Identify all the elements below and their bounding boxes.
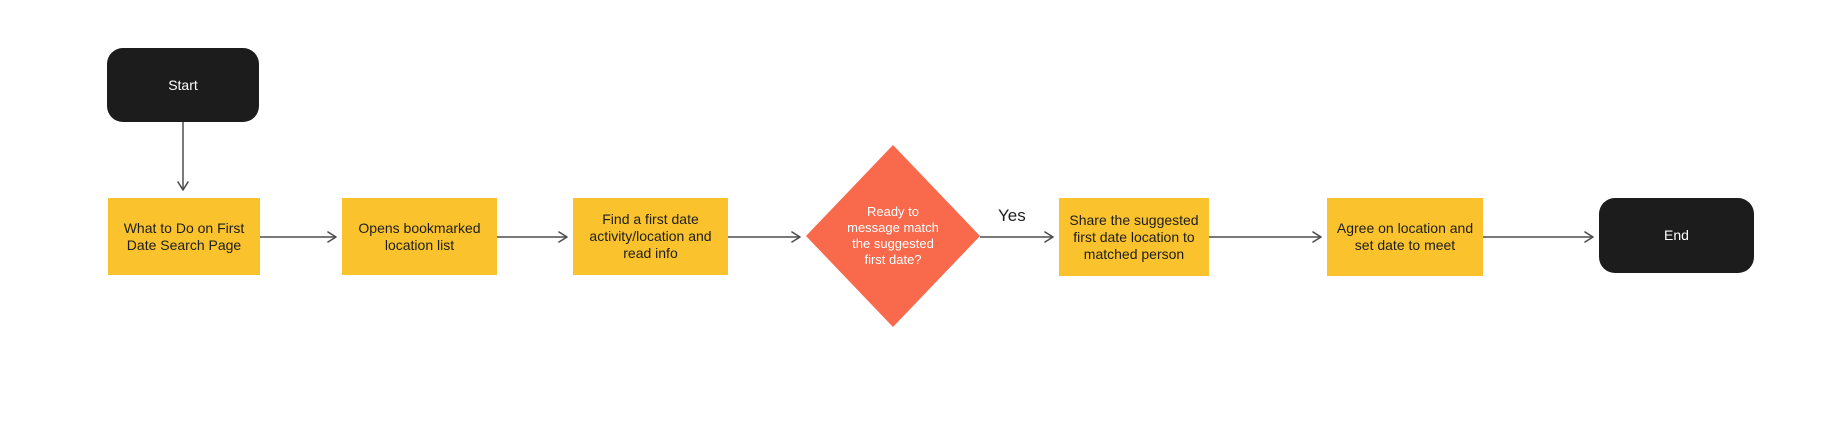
flow-node-step-3[interactable]: Find a first date activity/location and …	[573, 198, 728, 275]
flow-node-step-2[interactable]: Opens bookmarked location list	[342, 198, 497, 275]
flow-node-step-1[interactable]: What to Do on First Date Search Page	[108, 198, 260, 275]
flow-node-step-3-label: Find a first date activity/location and …	[589, 211, 712, 261]
flow-node-step-4-label: Share the suggested first date location …	[1069, 211, 1199, 262]
flow-node-decision-1-label: Ready to message match the suggested fir…	[847, 204, 939, 267]
flow-node-step-5[interactable]: Agree on location and set date to meet	[1327, 198, 1483, 276]
flow-node-start[interactable]: Start	[107, 48, 259, 122]
flow-node-end[interactable]: End	[1599, 198, 1754, 273]
flow-node-end-label: End	[1664, 227, 1689, 243]
edge-label-yes: Yes	[998, 206, 1026, 225]
flow-node-step-1-label: What to Do on First Date Search Page	[123, 219, 245, 253]
flow-node-step-2-label: Opens bookmarked location list	[358, 219, 481, 253]
flow-node-step-4[interactable]: Share the suggested first date location …	[1059, 198, 1209, 276]
flow-node-start-label: Start	[168, 76, 198, 93]
flow-node-step-5-label: Agree on location and set date to meet	[1336, 220, 1474, 253]
